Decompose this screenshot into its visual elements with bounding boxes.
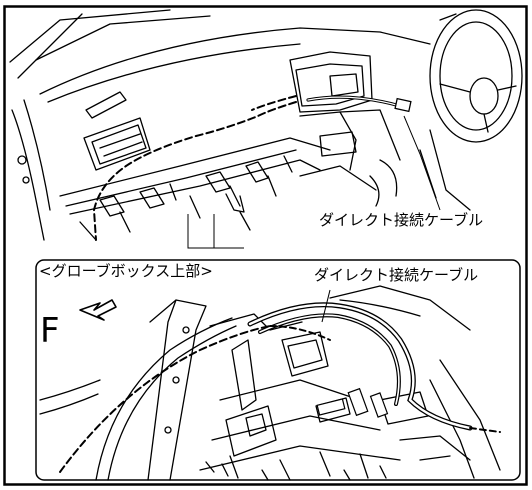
top-callout-leader — [403, 115, 441, 211]
top-cable-route — [92, 95, 412, 241]
inset-cable-label: ダイレクト接続ケーブル — [313, 266, 480, 284]
inset-frame — [35, 259, 521, 481]
inset-cable — [59, 302, 501, 473]
inset-title: <グローブボックス上部> — [38, 262, 214, 280]
outer-frame — [3, 5, 528, 486]
front-direction-letter: F — [40, 311, 60, 351]
inset-leader — [187, 214, 244, 249]
top-cable-label: ダイレクト接続ケーブル — [318, 211, 485, 229]
dashboard-drawing — [9, 9, 523, 241]
front-direction-arrow-icon — [79, 299, 117, 321]
inset-cable-ties — [316, 387, 389, 418]
inset-callout-leader — [321, 289, 331, 323]
inset-drawing — [39, 285, 501, 481]
